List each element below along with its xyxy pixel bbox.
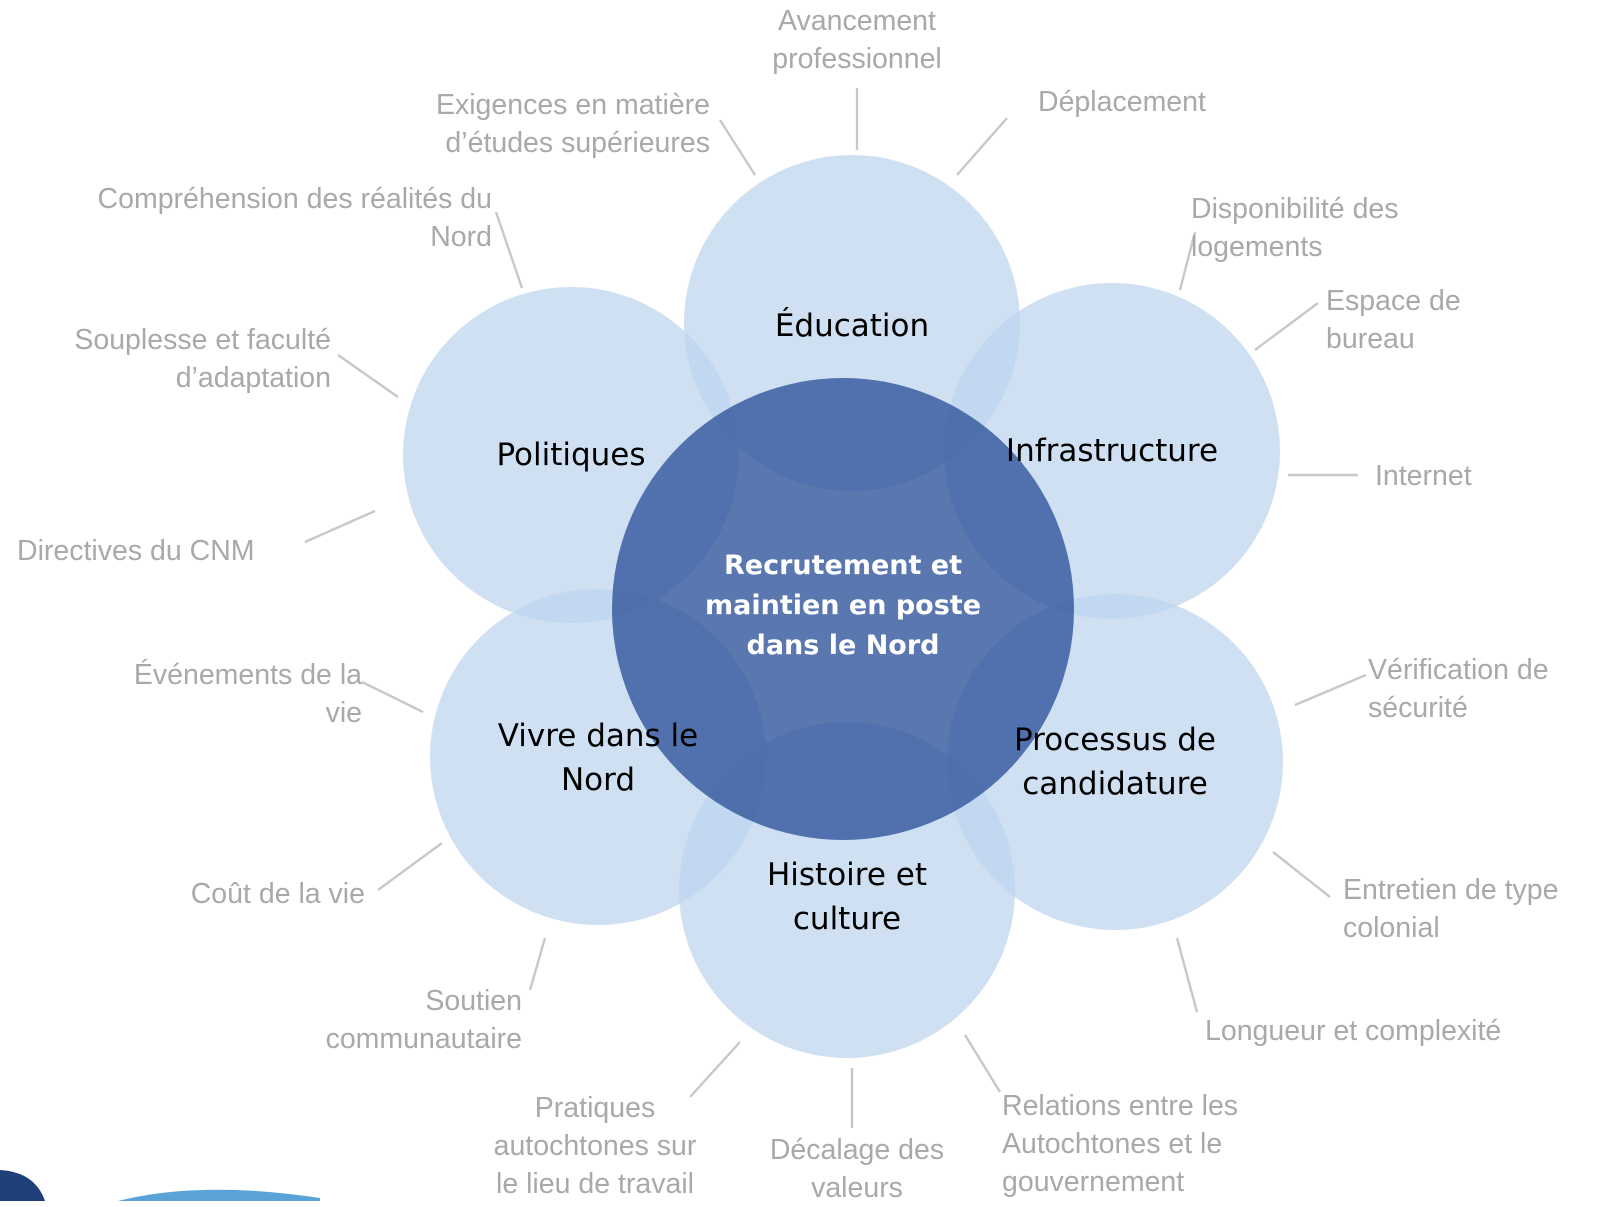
- label-internet: Internet: [1375, 460, 1472, 492]
- label-entretien: Entretien de type colonial: [1343, 871, 1558, 947]
- category-politiques: Politiques: [496, 437, 646, 473]
- label-cout: Coût de la vie: [190, 878, 365, 910]
- label-soutien: Soutien communautaire: [200, 982, 522, 1058]
- label-pratiques-line3: le lieu de travail: [495, 1168, 695, 1200]
- label-espace-line1: Espace de: [1326, 285, 1461, 317]
- label-espace: Espace de bureau: [1326, 282, 1461, 358]
- label-evenements-line1: Événements de la: [133, 659, 362, 691]
- connector-relations: [963, 1034, 1002, 1093]
- label-pratiques-line1: Pratiques: [534, 1092, 656, 1124]
- label-decalage-line2: valeurs: [811, 1172, 903, 1204]
- label-decalage-line1: Décalage des: [769, 1134, 945, 1166]
- category-vivre-line1: Vivre dans le: [497, 718, 699, 754]
- label-relations-line1: Relations entre les: [1002, 1090, 1239, 1122]
- connector-cout: [377, 842, 443, 891]
- category-histoire: Histoire et culture: [697, 853, 997, 941]
- label-souplesse-line2: d’adaptation: [175, 362, 331, 394]
- category-histoire-line1: Histoire et: [766, 857, 928, 893]
- label-directives: Directives du CNM: [17, 535, 255, 567]
- category-vivre-line2: Nord: [560, 762, 636, 798]
- center-circle: [612, 378, 1074, 840]
- connector-entretien: [1272, 851, 1331, 898]
- label-comprehension-line2: Nord: [430, 221, 492, 253]
- label-espace-line2: bureau: [1326, 323, 1415, 355]
- connector-disponibilite: [1178, 231, 1197, 291]
- category-infrastructure: Infrastructure: [1005, 433, 1219, 469]
- connector-deplacement: [956, 117, 1008, 176]
- center-title-line1: Recrutement et: [723, 550, 963, 581]
- label-avancement-line2: professionnel: [772, 43, 942, 75]
- label-souplesse: Souplesse et faculté d’adaptation: [20, 321, 331, 397]
- connector-verification: [1294, 673, 1367, 707]
- label-relations-line2: Autochtones et le: [1002, 1128, 1223, 1160]
- label-avancement-line1: Avancement: [778, 5, 936, 37]
- label-relations: Relations entre les Autochtones et le go…: [1002, 1087, 1238, 1201]
- category-processus-line1: Processus de: [1014, 722, 1216, 758]
- label-exigences-line1: Exigences en matière: [435, 89, 710, 121]
- connector-comprehension: [494, 211, 524, 289]
- center-title-line3: dans le Nord: [746, 630, 940, 661]
- label-disponibilite: Disponibilité des logements: [1191, 190, 1399, 266]
- connector-exigences: [718, 119, 757, 176]
- connector-longueur: [1175, 937, 1199, 1013]
- category-processus-line2: candidature: [1022, 766, 1208, 802]
- logo-mark: [0, 1170, 320, 1201]
- connector-pratiques: [689, 1041, 741, 1098]
- label-entretien-line1: Entretien de type: [1343, 874, 1559, 906]
- logo-dark-shape: [0, 1170, 45, 1201]
- label-souplesse-line1: Souplesse et faculté: [74, 324, 331, 356]
- logo-light-shape: [118, 1189, 320, 1201]
- label-pratiques: Pratiques autochtones sur le lieu de tra…: [455, 1089, 735, 1203]
- label-comprehension-line1: Compréhension des réalités du: [97, 183, 492, 215]
- label-deplacement: Déplacement: [1038, 86, 1206, 118]
- label-pratiques-line2: autochtones sur: [493, 1130, 697, 1162]
- center-title: Recrutement et maintien en poste dans le…: [643, 546, 1043, 666]
- connector-soutien: [528, 937, 547, 991]
- label-entretien-line2: colonial: [1343, 912, 1440, 944]
- category-histoire-line2: culture: [792, 901, 902, 937]
- label-avancement: Avancement professionnel: [707, 2, 1007, 78]
- label-exigences-line2: d’études supérieures: [445, 127, 710, 159]
- label-verification-line2: sécurité: [1368, 692, 1468, 724]
- label-soutien-line1: Soutien: [425, 985, 522, 1017]
- label-decalage: Décalage des valeurs: [737, 1131, 977, 1207]
- label-evenements: Événements de la vie: [20, 656, 362, 732]
- category-education: Éducation: [774, 308, 930, 344]
- connector-espace: [1254, 302, 1319, 351]
- label-comprehension: Compréhension des réalités du Nord: [20, 180, 492, 256]
- label-evenements-line2: vie: [325, 697, 362, 729]
- label-exigences: Exigences en matière d’études supérieure…: [310, 86, 710, 162]
- category-processus: Processus de candidature: [965, 718, 1265, 806]
- label-disponibilite-line2: logements: [1191, 231, 1323, 263]
- label-verification-line1: Vérification de: [1368, 654, 1549, 686]
- category-vivre: Vivre dans le Nord: [448, 714, 748, 802]
- label-relations-line3: gouvernement: [1002, 1166, 1185, 1198]
- label-disponibilite-line1: Disponibilité des: [1191, 193, 1399, 225]
- label-soutien-line2: communautaire: [325, 1023, 522, 1055]
- connector-souplesse: [337, 354, 399, 398]
- label-verification: Vérification de sécurité: [1368, 651, 1549, 727]
- connector-directives: [304, 509, 376, 544]
- label-longueur: Longueur et complexité: [1205, 1015, 1502, 1047]
- center-title-line2: maintien en poste: [704, 590, 982, 621]
- connector-evenements: [361, 680, 424, 714]
